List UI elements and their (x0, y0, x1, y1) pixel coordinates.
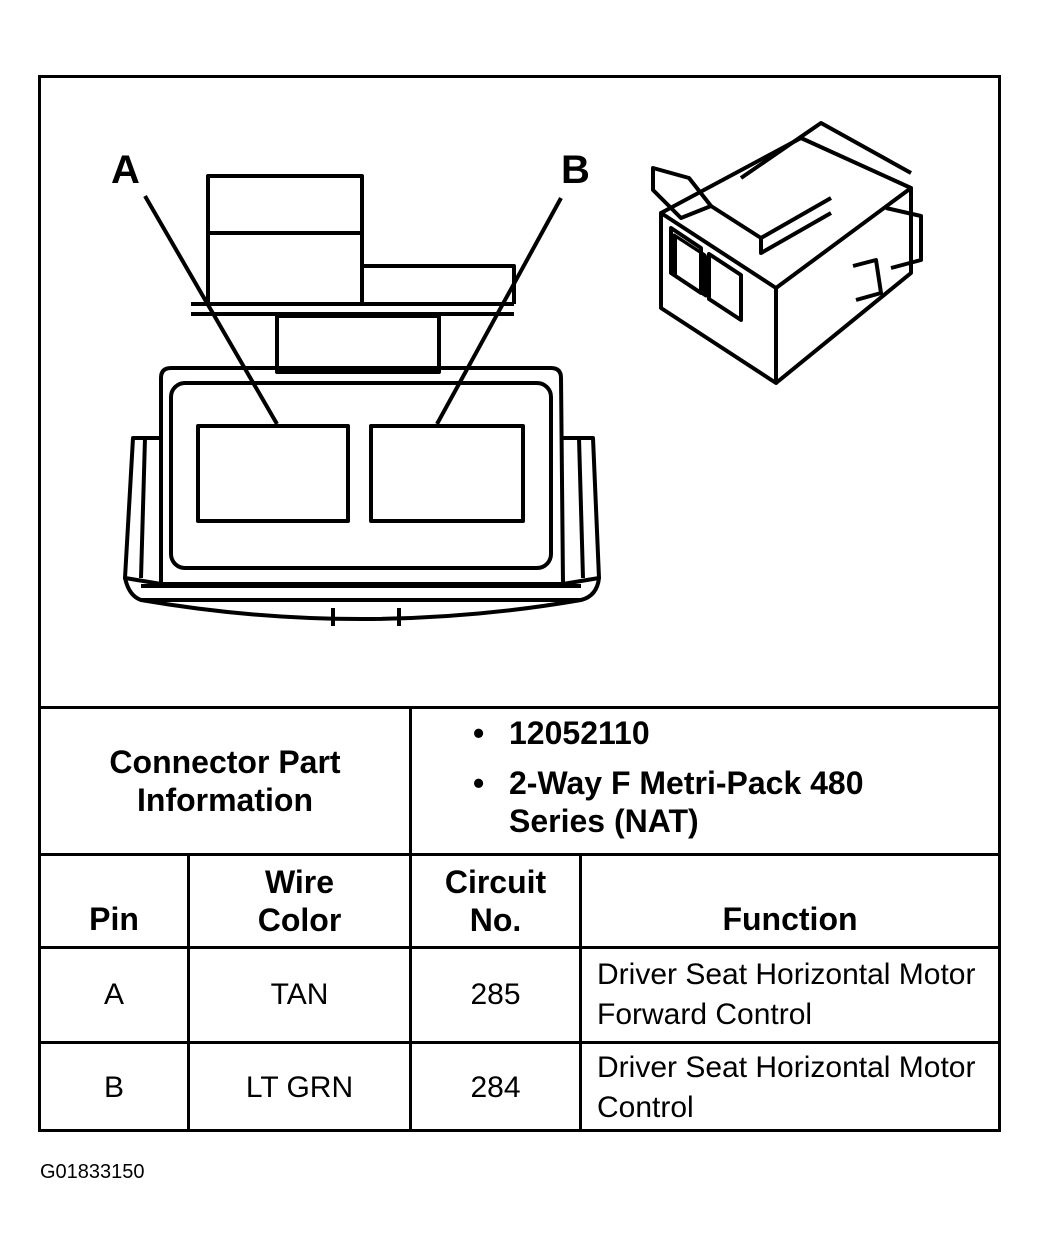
row-a-function: Driver Seat Horizontal Motor Forward Con… (597, 958, 976, 1031)
cavity-b (369, 424, 525, 523)
pin-label-b: B (561, 148, 590, 192)
connector-drawing: A B (111, 121, 923, 626)
connector-part-info-label: Connector Part Information (109, 744, 341, 818)
row-a-pin: A (103, 978, 124, 1011)
row-a-circuit-no: 285 (470, 978, 521, 1011)
part-info-item: •12052110 (473, 715, 650, 751)
row-b-pin: B (103, 1071, 124, 1104)
leader-a (143, 194, 279, 426)
row-b-circuit-no: 284 (470, 1071, 521, 1104)
row-a-wire-color: TAN (270, 978, 329, 1011)
header-circuit-no: Circuit No. (444, 864, 547, 938)
header-function: Function (722, 901, 858, 937)
row-b-function: Driver Seat Horizontal Motor Control (597, 1051, 976, 1124)
leader-b (435, 197, 563, 425)
part-info-item: •2-Way F Metri-Pack 480 Series (NAT) (473, 765, 864, 839)
cavity-a (196, 424, 350, 523)
figure-id: G01833150 (40, 1161, 145, 1183)
header-wire-color: Wire Color (257, 864, 342, 938)
connector-part-info-list: •12052110 •2-Way F Metri-Pack 480 Series… (473, 714, 869, 840)
connector-body (159, 366, 565, 586)
pin-label-a: A (111, 148, 140, 192)
header-pin: Pin (89, 901, 139, 937)
connector-diagram: A B (41, 78, 998, 706)
connector-sheet: A B Connector Part Information •12052110… (38, 75, 1001, 1132)
connector-face (169, 381, 553, 570)
row-b-wire-color: LT GRN (245, 1071, 354, 1104)
connector-neck (275, 314, 441, 374)
lock-tab (206, 174, 364, 306)
connector-perspective-view (651, 121, 923, 385)
